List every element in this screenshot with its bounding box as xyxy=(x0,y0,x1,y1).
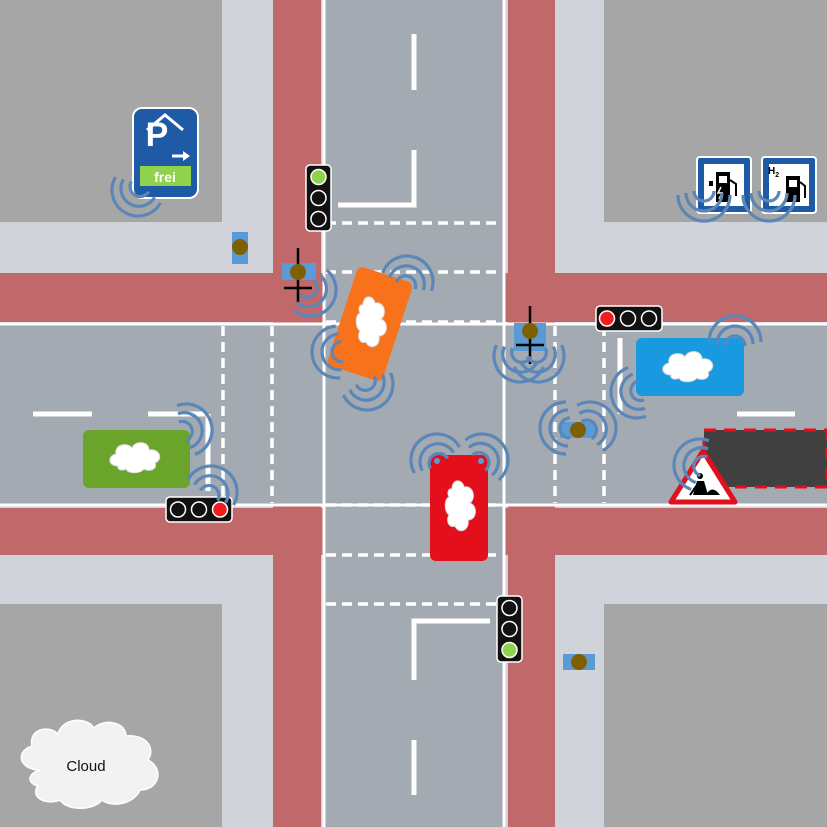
construction-area xyxy=(704,430,827,487)
sensor-southeast xyxy=(563,654,595,670)
parking-sign xyxy=(132,107,199,199)
traffic-light-north xyxy=(305,164,332,232)
traffic-light-east xyxy=(595,305,663,332)
sensor-crossing-east xyxy=(514,306,546,364)
parking-status-label: frei xyxy=(154,169,176,185)
sensor-east-road xyxy=(560,422,596,438)
hydrogen-label-subscript: 2 xyxy=(775,172,780,179)
ev-charging-icon xyxy=(709,172,737,202)
traffic-light-west xyxy=(165,496,233,523)
ev-charging-sign xyxy=(696,156,752,214)
stop-lines xyxy=(205,150,623,680)
cloud-label: Cloud xyxy=(66,758,106,775)
cloud-shape xyxy=(20,719,159,809)
roadworks-warning-icon xyxy=(689,473,720,496)
center-lane-dashes xyxy=(33,34,795,795)
blue-car xyxy=(636,338,744,396)
hydrogen-label: H2 xyxy=(768,166,779,182)
block-southeast xyxy=(604,604,827,827)
sensor-crossing-northwest xyxy=(282,248,316,304)
hydrogen-label-h: H xyxy=(768,166,776,177)
red-car xyxy=(430,455,488,561)
parking-letter: P xyxy=(145,116,169,154)
orange-car xyxy=(327,267,413,381)
sensor-northwest xyxy=(232,232,248,264)
parking-arrow-icon xyxy=(172,151,190,161)
green-car xyxy=(83,430,190,488)
traffic-light-south xyxy=(496,595,523,663)
